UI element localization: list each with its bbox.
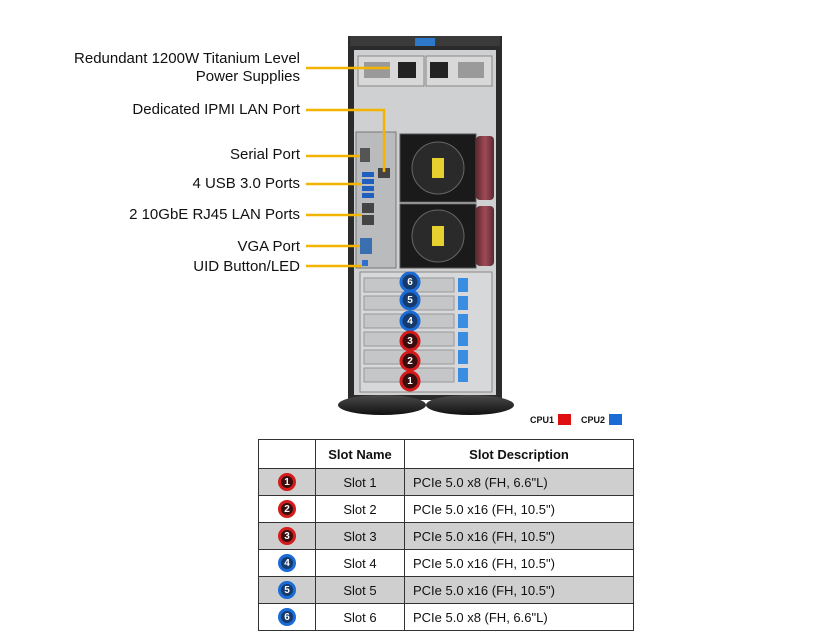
callout-psu: Redundant 1200W Titanium Level Power Sup… (74, 50, 300, 86)
slot-name: Slot 4 (315, 549, 405, 577)
slot-description: PCIe 5.0 x16 (FH, 10.5") (404, 576, 634, 604)
slot-description: PCIe 5.0 x16 (FH, 10.5") (404, 522, 634, 550)
slot-marker-5-label: 5 (407, 295, 413, 306)
slot-marker-5 (399, 289, 421, 311)
legend-cpu1-label: CPU1 (530, 414, 555, 425)
slot-latch-5 (458, 296, 468, 310)
legend-cpu1-swatch (558, 414, 572, 425)
slot-description: PCIe 5.0 x8 (FH, 6.6"L) (404, 468, 634, 496)
slot-latch-6 (458, 278, 468, 292)
slot-marker-4 (399, 310, 421, 332)
psu-1-socket (398, 62, 416, 78)
slot-badge: 6 (278, 608, 296, 626)
slot-badge: 4 (278, 554, 296, 572)
usb-port-4 (362, 193, 374, 198)
slot-table-header: Slot Name Slot Description (258, 439, 634, 469)
callout-usb: 4 USB 3.0 Ports (192, 175, 300, 192)
callout-lan: 2 10GbE RJ45 LAN Ports (129, 206, 300, 223)
header-badge (258, 439, 316, 469)
chassis-top-tab (415, 38, 435, 46)
slot-latch-2 (458, 350, 468, 364)
legend-cpu2-swatch (609, 414, 623, 425)
slot-latch-3 (458, 332, 468, 346)
callout-psu-line2: Power Supplies (195, 68, 300, 85)
serial-port (360, 148, 370, 162)
slot-marker-3 (399, 330, 421, 352)
callout-ipmi: Dedicated IPMI LAN Port (132, 101, 300, 118)
legend-cpu2-label: CPU2 (581, 414, 606, 425)
table-row: 2 Slot 2 PCIe 5.0 x16 (FH, 10.5") (258, 495, 634, 523)
lan-port-2 (362, 215, 374, 225)
fan-handle-top (476, 136, 494, 200)
lan-port-1 (362, 203, 374, 213)
slot-marker-1-label: 1 (407, 376, 413, 387)
slot-description: PCIe 5.0 x16 (FH, 10.5") (404, 549, 634, 577)
slot-marker-6-label: 6 (407, 277, 413, 288)
callout-uid: UID Button/LED (193, 258, 300, 275)
slot-badge: 3 (278, 527, 296, 545)
header-slot-description: Slot Description (404, 439, 634, 469)
foot-left (338, 395, 426, 415)
callout-serial: Serial Port (229, 146, 300, 163)
slot-name: Slot 3 (315, 522, 405, 550)
slot-marker-2-label: 2 (407, 356, 413, 367)
fan-top-label (432, 158, 444, 178)
psu-1-fan (364, 62, 390, 78)
slot-marker-4-label: 4 (407, 316, 413, 327)
slot-badge: 5 (278, 581, 296, 599)
usb-port-3 (362, 186, 374, 191)
table-row: 3 Slot 3 PCIe 5.0 x16 (FH, 10.5") (258, 522, 634, 550)
slot-marker-2 (399, 350, 421, 372)
slot-table: Slot Name Slot Description 1 Slot 1 PCIe… (258, 439, 634, 631)
uid-button (362, 260, 368, 266)
slot-name: Slot 2 (315, 495, 405, 523)
slot-badge: 1 (278, 473, 296, 491)
slot-marker-3-label: 3 (407, 336, 413, 347)
header-slot-name: Slot Name (315, 439, 405, 469)
fan-bottom-label (432, 226, 444, 246)
table-row: 4 Slot 4 PCIe 5.0 x16 (FH, 10.5") (258, 549, 634, 577)
table-row: 1 Slot 1 PCIe 5.0 x8 (FH, 6.6"L) (258, 468, 634, 496)
table-row: 6 Slot 6 PCIe 5.0 x8 (FH, 6.6"L) (258, 603, 634, 631)
fan-handle-bottom (476, 206, 494, 266)
callout-psu-line1: Redundant 1200W Titanium Level (74, 50, 300, 67)
slot-marker-1 (399, 370, 421, 392)
psu-2-fan (458, 62, 484, 78)
usb-port-1 (362, 172, 374, 177)
ipmi-port (378, 168, 390, 178)
leader-ipmi (306, 108, 386, 172)
vga-port (360, 238, 372, 254)
slot-name: Slot 6 (315, 603, 405, 631)
slot-badge: 2 (278, 500, 296, 518)
cpu-legend: CPU1 CPU2 (530, 414, 628, 425)
slot-name: Slot 1 (315, 468, 405, 496)
slot-description: PCIe 5.0 x8 (FH, 6.6"L) (404, 603, 634, 631)
slot-latch-4 (458, 314, 468, 328)
slot-latch-1 (458, 368, 468, 382)
psu-2-socket (430, 62, 448, 78)
table-row: 5 Slot 5 PCIe 5.0 x16 (FH, 10.5") (258, 576, 634, 604)
usb-port-2 (362, 179, 374, 184)
slot-name: Slot 5 (315, 576, 405, 604)
callout-vga: VGA Port (237, 238, 300, 255)
slot-description: PCIe 5.0 x16 (FH, 10.5") (404, 495, 634, 523)
foot-right (426, 395, 514, 415)
